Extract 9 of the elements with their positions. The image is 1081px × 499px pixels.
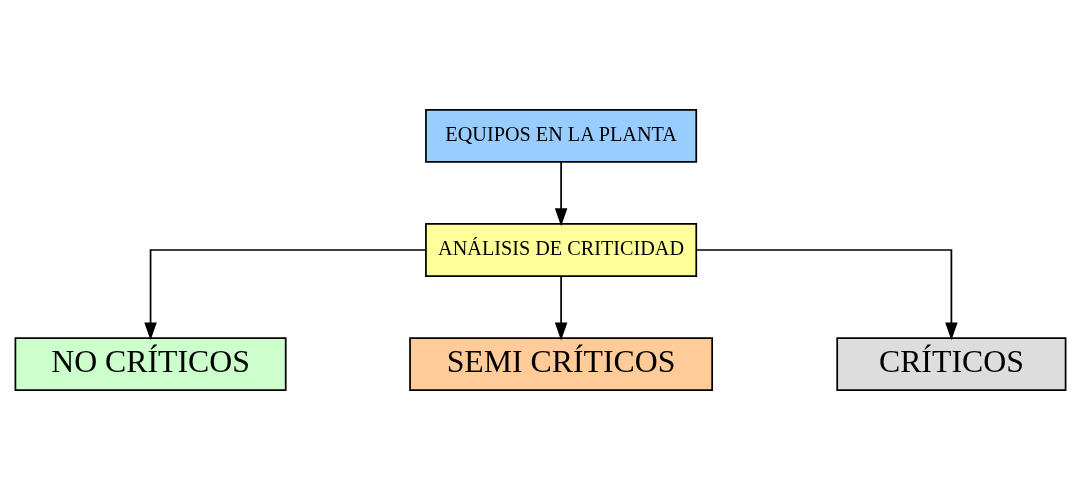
arrow bbox=[554, 160, 568, 226]
arrow bbox=[695, 248, 958, 340]
node-box: NO CRÍTICOS bbox=[14, 336, 287, 391]
node-box: SEMI CRÍTICOS bbox=[409, 336, 714, 391]
arrow bbox=[554, 275, 568, 340]
node-box: EQUIPOS EN LA PLANTA bbox=[425, 108, 698, 163]
node-box: CRÍTICOS bbox=[836, 336, 1067, 391]
node-box: ANÁLISIS DE CRITICIDAD bbox=[425, 222, 698, 277]
arrow bbox=[144, 248, 427, 340]
